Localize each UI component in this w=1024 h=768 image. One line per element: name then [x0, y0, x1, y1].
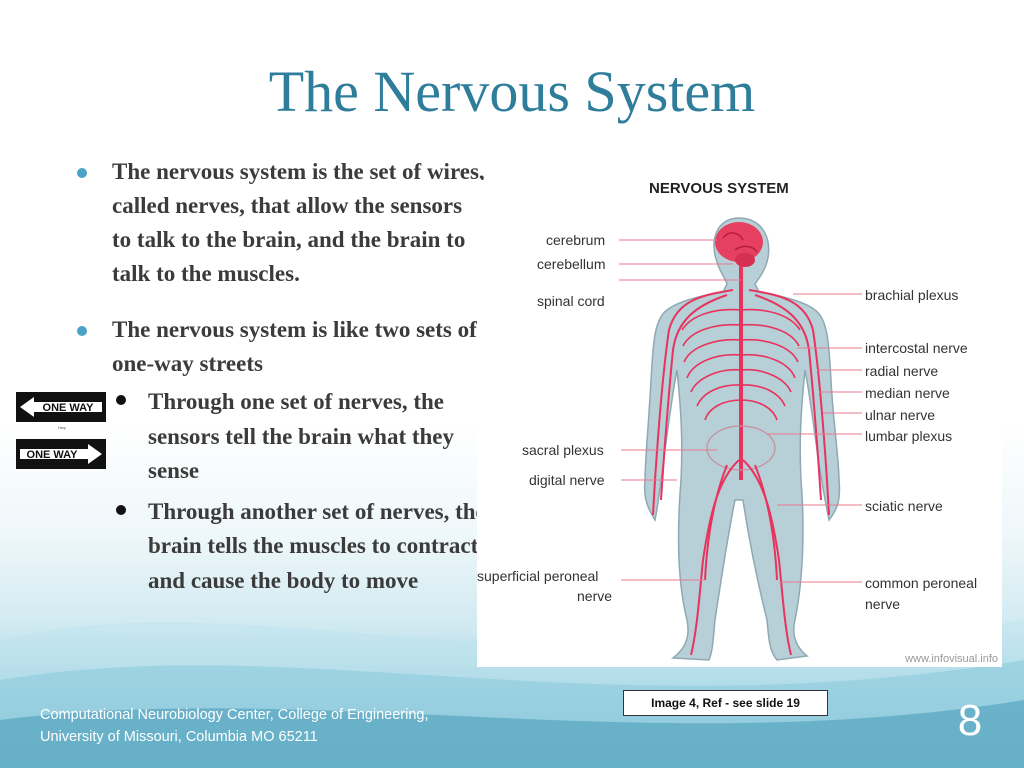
label-ulnar-nerve: ulnar nerve [865, 407, 936, 423]
label-superficial-peroneal: superficial peroneal [477, 568, 599, 584]
label-brachial-plexus: brachial plexus [865, 287, 959, 303]
sign-text: ONE WAY [43, 402, 95, 414]
sub-bullet-item: Through one set of nerves, the sensors t… [74, 385, 486, 489]
label-cerebellum: cerebellum [537, 256, 606, 272]
footer-line: Computational Neurobiology Center, Colle… [40, 707, 429, 723]
label-lumbar-plexus: lumbar plexus [865, 428, 953, 444]
sub-bullet-text: Through another set of nerves, the brain… [148, 498, 486, 593]
label-median-nerve: median nerve [865, 385, 950, 401]
sign-fineprint: Hwy [58, 425, 66, 430]
sub-bullet-dot-icon [116, 395, 126, 405]
one-way-sign-right-icon: ONE WAY [16, 439, 106, 469]
bullet-dot-icon [77, 326, 87, 336]
footer-institution: Computational Neurobiology Center, Colle… [40, 704, 540, 748]
bullet-item: The nervous system is like two sets of o… [74, 313, 486, 381]
bullet-dot-icon [77, 168, 87, 178]
label-sacral-plexus: sacral plexus [522, 442, 604, 458]
bullet-text: The nervous system is like two sets of o… [112, 317, 477, 376]
sign-text: ONE WAY [27, 449, 79, 461]
bullet-text: The nervous system is the set of wires, … [112, 159, 485, 286]
sub-bullet-dot-icon [116, 504, 126, 515]
label-common-peroneal-nerve: nerve [865, 596, 901, 612]
label-common-peroneal: common peroneal [865, 575, 978, 591]
arm-nerves [652, 289, 830, 516]
sub-bullet-text: Through one set of nerves, the sensors t… [148, 389, 455, 483]
diagram-watermark: www.infovisual.info [905, 653, 998, 665]
label-radial-nerve: radial nerve [865, 363, 939, 379]
label-digital-nerve: digital nerve [529, 472, 605, 488]
label-superficial-peroneal-nerve: nerve [577, 588, 613, 604]
label-cerebrum: cerebrum [546, 232, 606, 248]
footer-line: University of Missouri, Columbia MO 6521… [40, 729, 318, 745]
one-way-sign-left-icon: ONE WAY [16, 392, 106, 422]
nervous-system-diagram: NERVOUS SYSTEM cerebrum cerebellum spina… [477, 180, 1002, 667]
slide-title: The Nervous System [268, 59, 756, 124]
body-illustration [619, 217, 862, 661]
label-spinal-cord: spinal cord [537, 293, 605, 309]
bullet-item: The nervous system is the set of wires, … [74, 155, 486, 291]
sub-bullet-item: Through another set of nerves, the brain… [74, 495, 486, 599]
page-number: 8 [957, 696, 983, 745]
slide-body: The nervous system is the set of wires, … [74, 155, 486, 598]
leg-nerves [690, 425, 792, 656]
label-sciatic-nerve: sciatic nerve [865, 498, 943, 514]
diagram-title: NERVOUS SYSTEM [649, 180, 789, 197]
brain-icon [715, 222, 763, 262]
label-intercostal-nerve: intercostal nerve [865, 340, 968, 356]
image-caption: Image 4, Ref - see slide 19 [623, 690, 828, 716]
intercostal-nerves [681, 308, 801, 421]
label-leader-lines [619, 239, 862, 583]
